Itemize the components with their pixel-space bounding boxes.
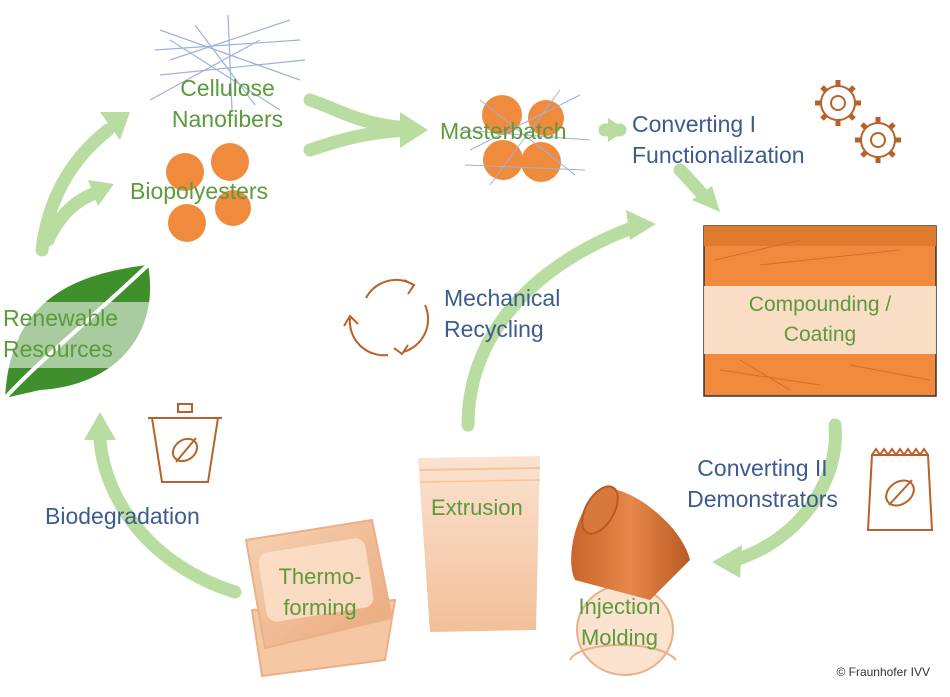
biopolyester-pellets: [166, 143, 251, 242]
label-converting-1: Converting I Functionalization: [632, 109, 805, 171]
masterbatch-icon: [459, 89, 591, 186]
label-injection-line2: Molding: [580, 625, 659, 650]
label-converting-2-line1: Converting II: [697, 455, 828, 481]
arrow-cellulose-to-masterbatch: [303, 93, 417, 135]
label-mechanical-line1: Mechanical: [444, 285, 561, 311]
label-compounding-line2: Coating: [783, 323, 857, 346]
arrowhead-converting2: [712, 545, 742, 578]
arrow-biopoly-to-masterbatch: [303, 123, 417, 157]
arrow-thermo-to-biodegradation: [93, 433, 242, 599]
compost-bag-icon: [866, 447, 934, 531]
label-renewable-resources: Renewable Resources: [3, 303, 118, 365]
label-injection-molding: Injection Molding: [562, 591, 677, 653]
label-masterbatch: Masterbatch: [440, 118, 567, 144]
arrowhead-converting: [608, 118, 626, 142]
label-converting-2: Converting II Demonstrators: [665, 453, 860, 515]
label-cellulose-line1: Cellulose: [180, 75, 275, 101]
arrow-heads: [84, 112, 742, 578]
label-mechanical-recycling: Mechanical Recycling: [444, 283, 560, 345]
label-renewable-line1: Renewable: [3, 305, 119, 331]
gears-icon: [815, 80, 901, 163]
arrowhead-masterbatch: [400, 112, 428, 148]
arrow-resources-to-biopolyesters: [41, 185, 105, 247]
arrow-compounding-to-converting2: [728, 418, 842, 567]
label-converting-2-line2: Demonstrators: [687, 486, 838, 512]
compounding-panel: [703, 225, 937, 397]
label-compounding-coating: Compounding / Coating: [704, 290, 936, 350]
arrowhead-recycling: [626, 210, 656, 240]
label-biopolyesters: Biopolyesters: [130, 178, 269, 204]
extrusion-pouch: [418, 456, 541, 632]
label-cellulose-line2: Nanofibers: [171, 106, 284, 132]
label-renewable-line2: Resources: [3, 336, 113, 362]
injection-cups: [569, 485, 690, 676]
label-thermoforming-line1: Thermo-: [278, 564, 362, 589]
label-biodegradation: Biodegradation: [45, 503, 200, 529]
thermoformed-trays: [244, 518, 397, 678]
label-injection-line1: Injection: [578, 594, 661, 619]
compost-bin-icon: [148, 403, 222, 483]
arrowhead-biodegradation: [84, 412, 116, 440]
label-cellulose-nanofibers: Cellulose Nanofibers: [160, 73, 295, 135]
recycle-icon: [343, 279, 430, 357]
arrow-recycling: [461, 218, 647, 432]
label-mechanical-line2: Recycling: [444, 316, 544, 342]
leaf-icon: [0, 263, 160, 400]
label-converting-1-line2: Functionalization: [632, 142, 805, 168]
arrowhead-biopolyesters: [88, 180, 114, 206]
label-thermoforming-line2: forming: [283, 595, 357, 620]
copyright-notice: © Fraunhofer IVV: [836, 665, 930, 679]
label-extrusion: Extrusion: [431, 495, 523, 520]
label-converting-1-line1: Converting I: [632, 111, 757, 137]
arrowhead-cellulose: [100, 112, 130, 140]
label-compounding-line1: Compounding /: [748, 293, 892, 316]
label-thermoforming: Thermo- forming: [265, 561, 375, 623]
arrowhead-compounding: [692, 186, 720, 212]
cycle-arrows: [35, 93, 842, 599]
nanofiber-icon: [149, 14, 306, 111]
